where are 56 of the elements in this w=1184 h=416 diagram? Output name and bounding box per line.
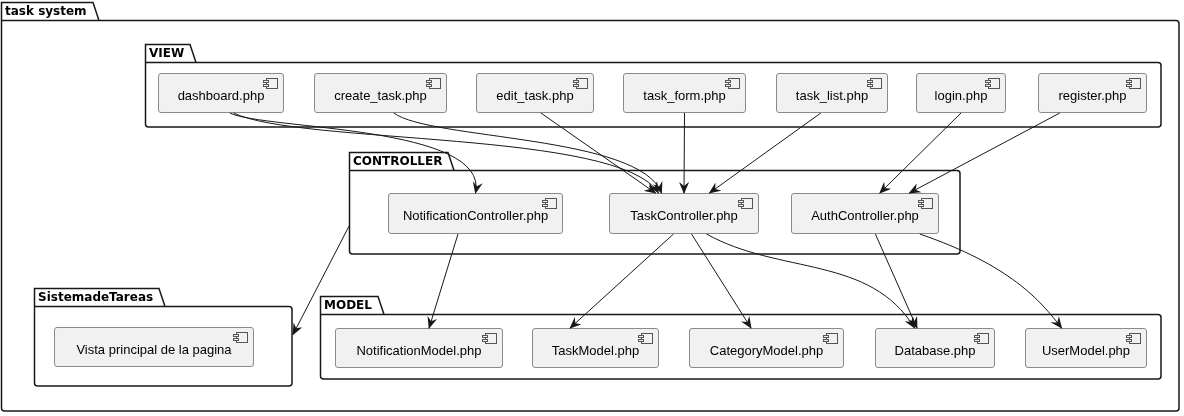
dependency-arrow (427, 233, 459, 329)
dependency-arrow (569, 233, 674, 329)
package-frame (34, 288, 293, 387)
component-box (623, 73, 746, 113)
component-name: NotificationController.php (402, 208, 549, 223)
component-name: UserModel.php (1041, 342, 1131, 358)
component-name: task_list.php (795, 87, 869, 103)
component-name: create_task.php (334, 87, 427, 103)
component-box (335, 328, 503, 368)
component-box (1038, 73, 1147, 113)
component-box (532, 328, 659, 368)
component-name: TaskModel.php (551, 342, 640, 358)
component-box (776, 73, 888, 113)
dependency-arrow (292, 225, 350, 336)
dependency-arrow (708, 112, 822, 194)
component-box (54, 327, 254, 367)
component-box (609, 193, 759, 234)
dependency-arrow (706, 233, 916, 329)
component-name: Database.php (894, 342, 976, 358)
dependency-arrow (908, 112, 1061, 194)
package-title: MODEL (324, 297, 372, 313)
component-box (1025, 328, 1147, 368)
dependency-arrow (874, 233, 918, 329)
component-box (158, 73, 284, 113)
package-frame (145, 44, 1162, 128)
dependency-arrow (540, 112, 657, 194)
component-name: register.php (1058, 87, 1127, 103)
dependency-arrow (691, 233, 752, 329)
dependency-arrow (679, 112, 690, 194)
package-title: task system (5, 3, 87, 19)
component-name: task_form.php (643, 87, 726, 103)
component-box (689, 328, 844, 368)
component-box (791, 193, 939, 234)
package-title: VIEW (149, 45, 185, 61)
component-name: Vista principal de la pagina (76, 341, 232, 357)
dependency-arrow (393, 112, 663, 194)
package-frame (349, 152, 961, 255)
package-title: SistemadeTareas (38, 289, 154, 305)
component-name: TaskController.php (630, 208, 738, 223)
component-name: CategoryModel.php (709, 342, 824, 358)
component-name: AuthController.php (811, 208, 919, 223)
component-box (875, 328, 995, 368)
dependency-arrow (919, 233, 1063, 329)
dependency-arrow (233, 112, 660, 194)
package-frame (320, 296, 1162, 380)
component-name: edit_task.php (496, 87, 574, 103)
dependency-arrow (229, 112, 480, 194)
component-box (476, 73, 594, 113)
component-box (916, 73, 1006, 113)
package-title: CONTROLLER (353, 153, 443, 169)
component-box (314, 73, 447, 113)
component-name: NotificationModel.php (356, 342, 482, 358)
component-name: dashboard.php (177, 87, 265, 103)
dependency-arrow (879, 112, 962, 194)
component-name: login.php (934, 87, 988, 103)
component-box (388, 193, 563, 234)
